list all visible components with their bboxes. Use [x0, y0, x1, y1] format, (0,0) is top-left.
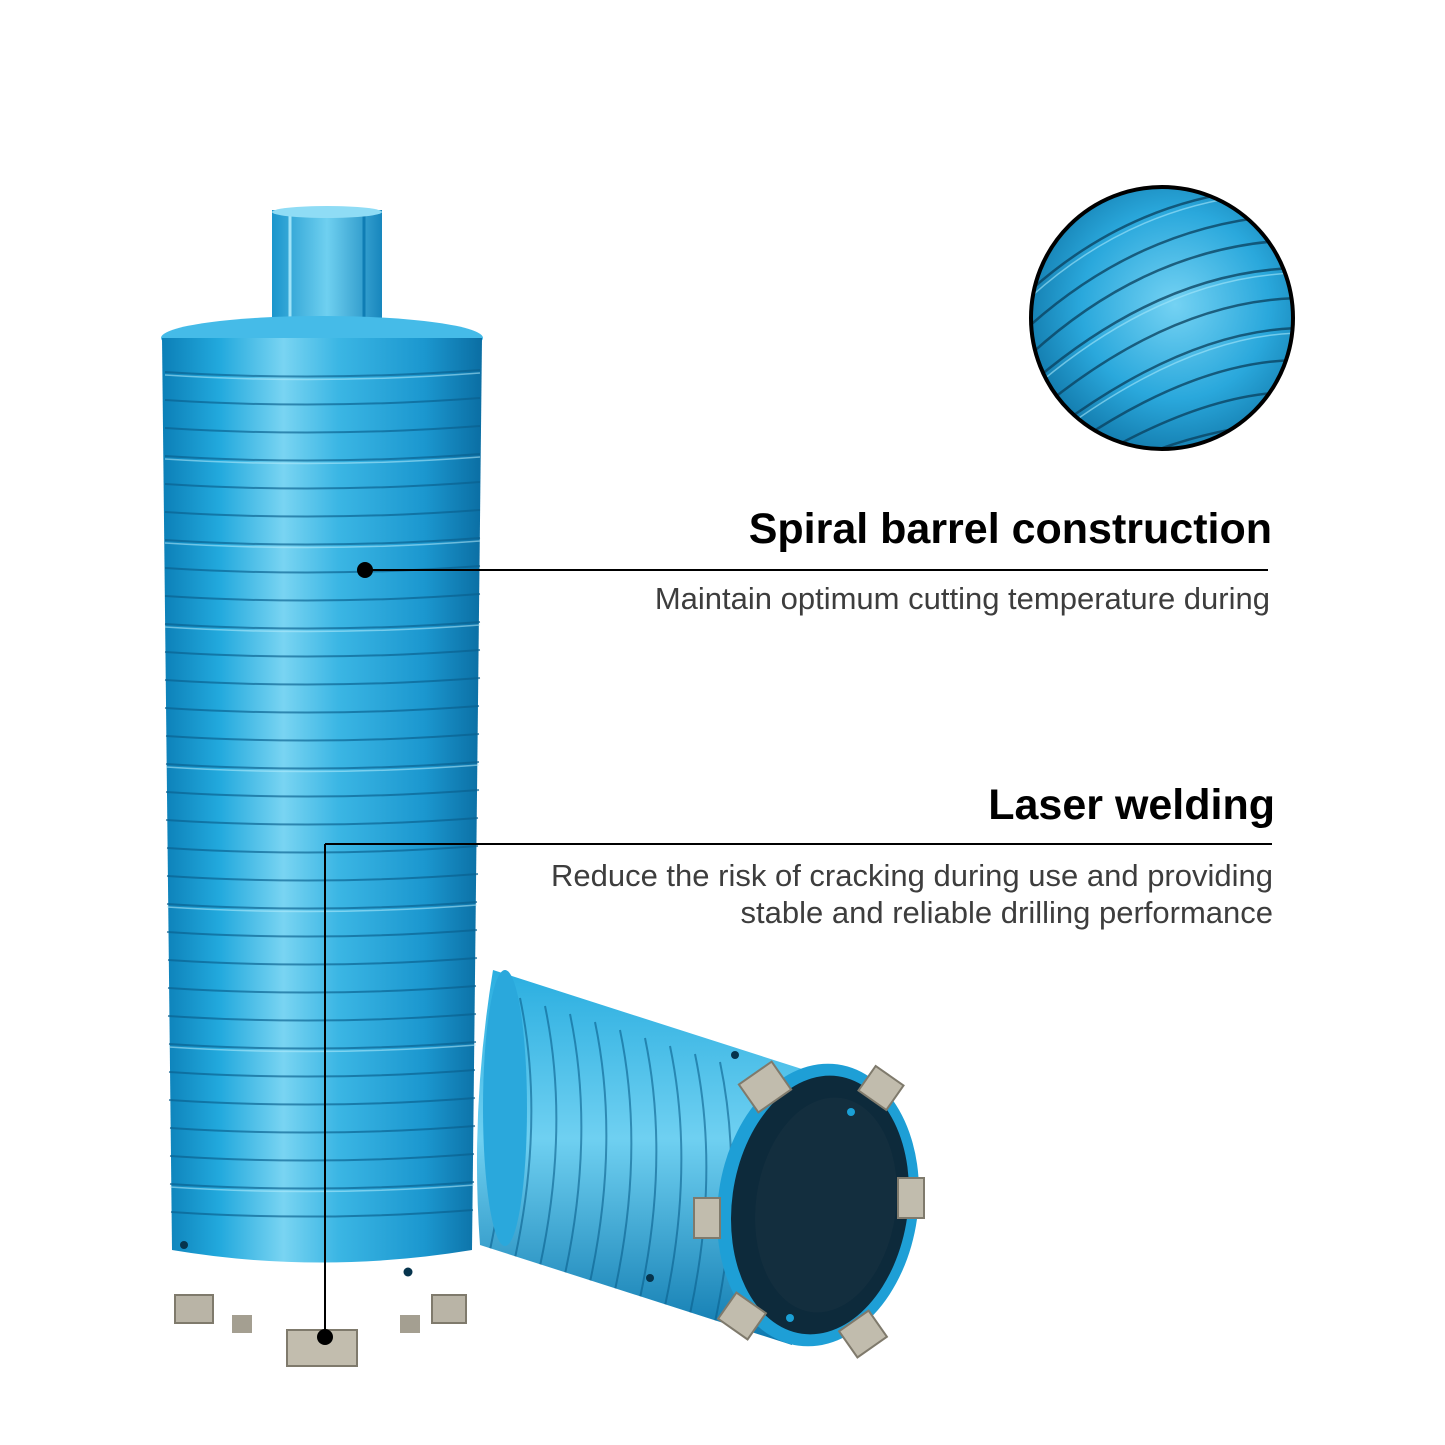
spiral-barrel-title: Spiral barrel construction — [748, 505, 1272, 553]
laser-welding-title: Laser welding — [988, 781, 1275, 829]
laser-welding-description: Reduce the risk of cracking during use a… — [551, 857, 1273, 931]
laser-welding-description-line-2: stable and reliable drilling performance — [740, 895, 1273, 930]
lying-core-bit-image — [476, 970, 925, 1359]
spiral-barrel-description: Maintain optimum cutting temperature dur… — [654, 581, 1270, 616]
callout-laser-welding — [317, 843, 1272, 1345]
standing-core-bit-image — [161, 206, 483, 1367]
laser-welding-description-line-1: Reduce the risk of cracking during use a… — [550, 858, 1273, 893]
spiral-detail-zoom-image — [1029, 185, 1295, 451]
callout-spiral-barrel — [357, 562, 1268, 578]
